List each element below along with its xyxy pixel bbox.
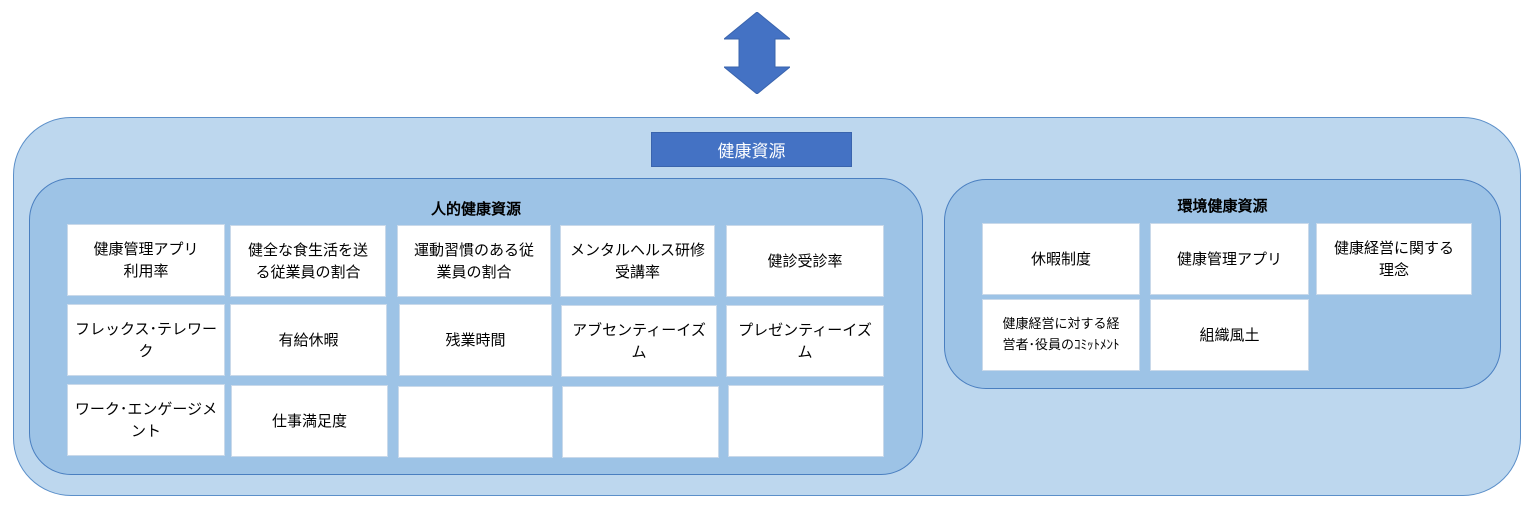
human-resource-label: アブセンティーイズ ム <box>572 321 706 361</box>
human-resource-card: メンタルヘルス研修 受講率 <box>560 225 715 297</box>
human-resource-card: 運動習慣のある従 業員の割合 <box>397 225 551 297</box>
environmental-resource-label: 健康管理アプリ <box>1176 250 1282 268</box>
human-resource-card: 健診受診率 <box>726 225 884 297</box>
health-resources-title-text: 健康資源 <box>717 142 786 162</box>
human-resource-card-empty <box>728 385 884 457</box>
human-resource-label: プレゼンティーイズ ム <box>738 321 872 361</box>
human-health-resources-title: 人的健康資源 <box>430 200 521 218</box>
environmental-resource-card: 健康経営に関する 理念 <box>1316 223 1472 295</box>
human-resource-label: 健全な食生活を送 る従業員の割合 <box>247 241 368 281</box>
human-resource-card: 仕事満足度 <box>231 385 388 457</box>
human-resource-label: 健康管理アプリ 利用率 <box>93 240 199 280</box>
human-resource-card: 健全な食生活を送 る従業員の割合 <box>230 225 386 297</box>
environmental-resource-card: 組織風土 <box>1150 299 1309 371</box>
double-arrow-icon <box>724 12 790 94</box>
human-resource-label: 有給休暇 <box>278 331 339 349</box>
environmental-resource-card: 健康管理アプリ <box>1150 223 1309 295</box>
human-resource-card: 残業時間 <box>399 304 552 376</box>
environmental-resource-label: 休暇制度 <box>1030 250 1091 268</box>
human-resource-card: プレゼンティーイズ ム <box>726 305 884 377</box>
human-resource-label: 運動習慣のある従 業員の割合 <box>413 241 534 281</box>
human-resource-card-empty <box>562 386 719 458</box>
environmental-resource-card: 健康経営に対する経 営者･役員のｺﾐｯﾄﾒﾝﾄ <box>982 299 1140 371</box>
human-resource-label: ワーク･エンゲージメ ント <box>74 400 218 440</box>
human-resource-card: 有給休暇 <box>230 304 387 376</box>
environmental-resource-label: 健康経営に対する経 営者･役員のｺﾐｯﾄﾒﾝﾄ <box>1002 317 1120 353</box>
human-resource-label: メンタルヘルス研修 受講率 <box>569 241 705 281</box>
environmental-resource-label: 組織風土 <box>1199 326 1260 344</box>
human-resource-label: フレックス･テレワー ク <box>74 320 218 360</box>
human-resource-card: アブセンティーイズ ム <box>561 305 717 377</box>
environmental-health-resources-title: 環境健康資源 <box>1177 197 1268 215</box>
human-resource-card: 健康管理アプリ 利用率 <box>67 224 225 296</box>
environmental-resource-label: 健康経営に関する 理念 <box>1333 239 1454 279</box>
human-resource-card-empty <box>398 386 553 458</box>
human-resource-label: 残業時間 <box>445 331 506 349</box>
health-resources-title: 健康資源 <box>651 132 852 167</box>
human-resource-card: ワーク･エンゲージメ ント <box>67 384 225 456</box>
human-resource-label: 健診受診率 <box>767 252 843 270</box>
human-resource-label: 仕事満足度 <box>271 412 347 430</box>
human-resource-card: フレックス･テレワー ク <box>67 304 225 376</box>
environmental-resource-card: 休暇制度 <box>982 223 1140 295</box>
